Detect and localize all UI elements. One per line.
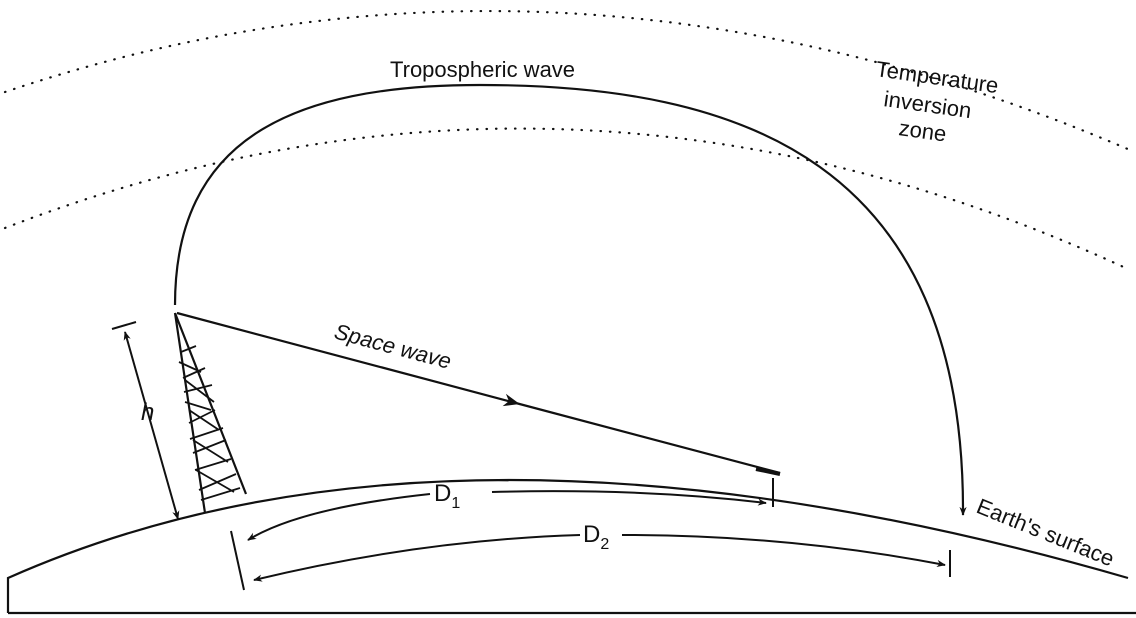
height-dimension-arrow <box>123 331 180 520</box>
inversion-zone-upper-boundary <box>3 9 1132 152</box>
d2-label: D2 <box>583 521 609 553</box>
earth-surface <box>6 478 1129 613</box>
d2-arc-right <box>621 534 946 567</box>
space-wave-ground-contact <box>755 467 781 476</box>
d1-label-main: D <box>434 480 451 507</box>
d1-arc-right <box>491 490 767 506</box>
d1-label-subscript: 1 <box>451 495 460 512</box>
d1-label: D1 <box>434 480 460 512</box>
d2-label-subscript: 2 <box>600 536 609 553</box>
temperature-inversion-label-line3: zone <box>897 115 948 146</box>
height-tick <box>111 321 137 330</box>
d2-start-tick <box>230 530 245 591</box>
space-wave-path <box>176 311 781 475</box>
space-wave-label: Space wave <box>332 319 454 374</box>
tropospheric-wave-path <box>173 83 967 516</box>
inversion-zone-lower-boundary <box>3 127 1132 272</box>
tropospheric-wave-label: Tropospheric wave <box>390 57 575 82</box>
antenna-tower <box>173 312 248 514</box>
height-label: h <box>141 399 154 426</box>
earth-surface-label: Earth's surface <box>973 493 1118 571</box>
d2-label-main: D <box>583 521 600 548</box>
d1-arc-left <box>247 493 431 541</box>
d2-arc-left <box>253 534 581 582</box>
